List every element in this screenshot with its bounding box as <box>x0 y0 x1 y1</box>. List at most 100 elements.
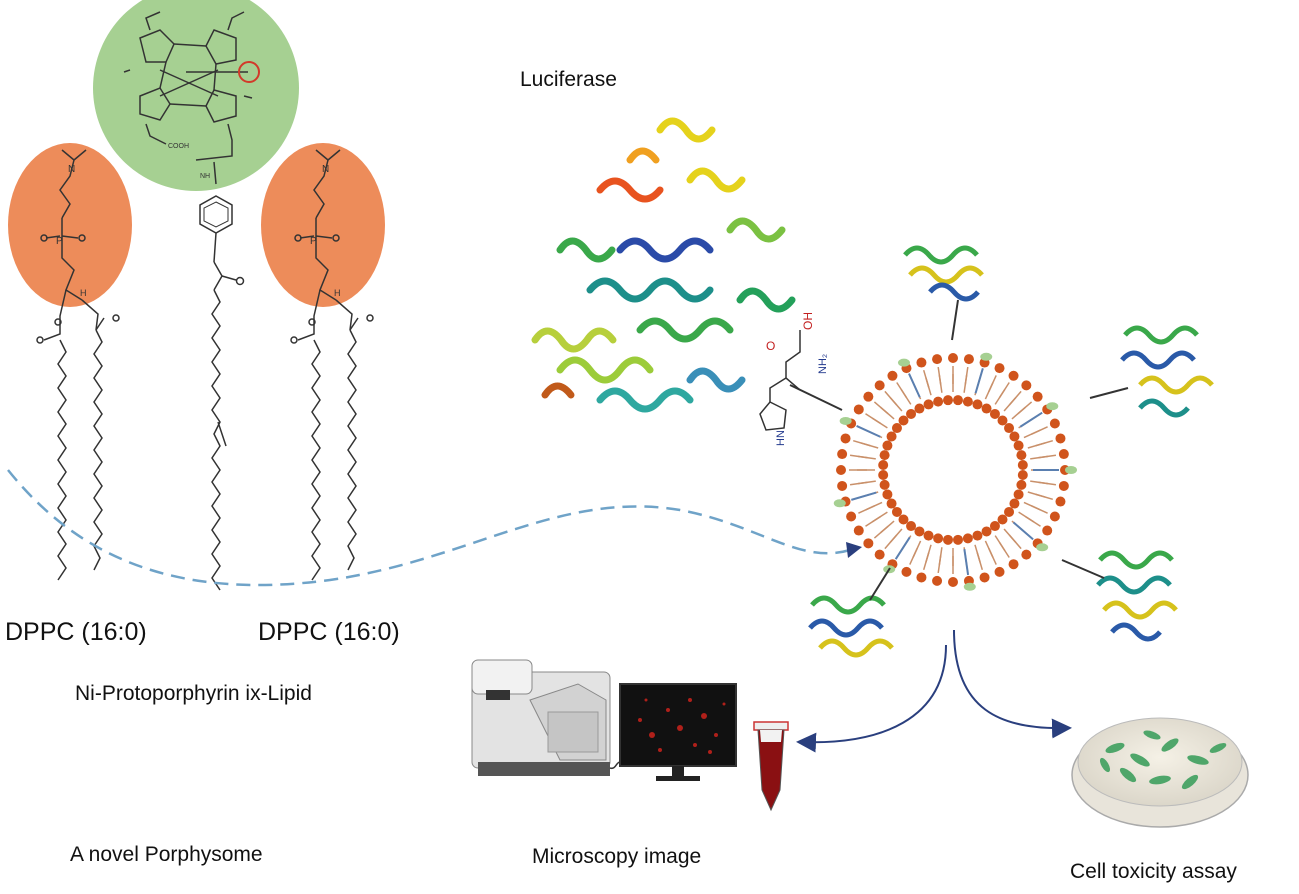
liposome-inner-head <box>981 403 992 414</box>
liposome-inner-tail <box>1027 442 1046 449</box>
liposome-linker <box>856 425 881 438</box>
liposome-inner-tail <box>1003 396 1017 412</box>
liposome-inner-head <box>878 460 889 471</box>
liposome-outer-head <box>836 465 846 475</box>
liposome-inner-head <box>943 534 954 545</box>
liposome-outer-head <box>1008 559 1019 570</box>
liposome-inner-tail <box>974 544 981 563</box>
liposome-outer-head <box>1032 391 1043 402</box>
liposome-outer-head <box>887 370 898 381</box>
dppc-right-label: DPPC (16:0) <box>258 618 400 646</box>
liposome-porphyrin-lipid <box>833 499 846 508</box>
liposome-inner-tail <box>984 382 994 400</box>
liposome-inner-tail <box>925 377 932 396</box>
liposome-inner-tail <box>925 544 932 563</box>
liposome-inner-tail <box>994 535 1006 552</box>
dppc-left-n: N <box>68 164 75 175</box>
dppc-right-n: N <box>322 164 329 175</box>
liposome-icon <box>833 352 1077 591</box>
liposome-porphyrin-lipid <box>1065 466 1077 474</box>
liposome-inner-head <box>1016 450 1027 461</box>
liposome-inner-tail <box>912 540 922 558</box>
luciferase-protein-icon: OH O NH₂ HN <box>531 117 843 446</box>
liposome-linker <box>963 549 970 576</box>
liposome-outer-head <box>932 575 943 586</box>
microscopy-label: Microscopy image <box>532 845 702 868</box>
liposome-inner-tail <box>860 442 879 449</box>
liposome-inner-head <box>914 526 925 537</box>
liposome-outer-head <box>1042 525 1053 536</box>
liposome-inner-head <box>997 514 1008 525</box>
attached-protein-top <box>903 245 984 341</box>
liposome-outer-head <box>1021 549 1032 560</box>
liposome-outer-head <box>1055 433 1066 444</box>
attached-protein-right <box>1089 325 1214 418</box>
liposome-outer-head <box>916 572 927 583</box>
dppc-right-structure <box>290 149 374 344</box>
liposome-inner-tail <box>871 417 888 429</box>
monitor-icon <box>609 683 737 781</box>
liposome-porphyrin-lipid <box>839 416 852 425</box>
liposome-outer-head <box>840 433 851 444</box>
dppc-left-h: H <box>80 288 87 298</box>
liposome-outer-head <box>1021 380 1032 391</box>
liposome-outer-head <box>948 353 958 363</box>
liposome-inner-head <box>962 533 973 544</box>
liposome-inner-head <box>878 469 889 480</box>
liposome-inner-head <box>891 423 902 434</box>
liposome-inner-head <box>989 408 1000 419</box>
dppc-left-chain-a <box>57 339 67 581</box>
liposome-porphyrin-lipid <box>897 358 910 367</box>
assembly-curve <box>7 469 851 587</box>
liposome-inner-tail <box>1030 480 1049 485</box>
attached-protein-bottom-left <box>808 567 894 658</box>
liposome-inner-head <box>952 395 963 406</box>
liposome-inner-head <box>886 498 897 509</box>
arrow-to-toxicity <box>953 629 1072 739</box>
liposome-inner-head <box>933 396 944 407</box>
liposome-inner-tail <box>963 374 968 393</box>
liposome-outer-head <box>1049 511 1060 522</box>
histidine-oh: OH <box>801 312 815 330</box>
liposome-outer-head <box>853 404 864 415</box>
liposome-inner-head <box>997 415 1008 426</box>
liposome-outer-head <box>979 572 990 583</box>
liposome-inner-tail <box>1023 429 1041 439</box>
liposome-porphyrin-lipid <box>963 582 976 591</box>
liposome-inner-tail <box>1023 501 1041 511</box>
liposome-inner-head <box>981 526 992 537</box>
histidine-nh2: NH₂ <box>817 354 829 374</box>
liposome-porphyrin-lipid <box>980 352 993 361</box>
benzene-linker <box>199 161 245 291</box>
liposome-outer-head <box>948 577 958 587</box>
liposome-inner-tail <box>994 388 1006 405</box>
liposome-outer-head <box>1055 496 1066 507</box>
liposome-inner-tail <box>1030 455 1049 460</box>
liposome-inner-head <box>906 408 917 419</box>
histidine-o: O <box>766 339 775 353</box>
liposome-inner-tail <box>1018 511 1035 523</box>
liposome-outer-head <box>901 566 912 577</box>
liposome-outer-head <box>1049 418 1060 429</box>
dppc-left-head <box>8 143 132 307</box>
ni-center-marker <box>238 61 260 83</box>
liposome-inner-head <box>989 521 1000 532</box>
liposome-inner-head <box>882 489 893 500</box>
dppc-left-label: DPPC (16:0) <box>5 618 147 646</box>
liposome-inner-head <box>1009 431 1020 442</box>
liposome-outer-head <box>846 511 857 522</box>
luciferase-label: Luciferase <box>520 68 617 91</box>
liposome-inner-head <box>923 530 934 541</box>
porphyrin-nh: NH <box>200 173 210 180</box>
liposome-outer-head <box>837 480 848 491</box>
liposome-linker <box>894 536 911 560</box>
liposome-outer-head <box>837 449 848 460</box>
liposome-outer-head <box>1008 370 1019 381</box>
liposome-outer-head <box>916 357 927 368</box>
liposome-inner-head <box>1017 460 1028 471</box>
liposome-inner-tail <box>1011 406 1027 420</box>
liposome-inner-tail <box>1003 528 1017 544</box>
liposome-inner-tail <box>889 528 903 544</box>
liposome-inner-head <box>914 403 925 414</box>
toxicity-label: Cell toxicity assay <box>1070 860 1237 883</box>
